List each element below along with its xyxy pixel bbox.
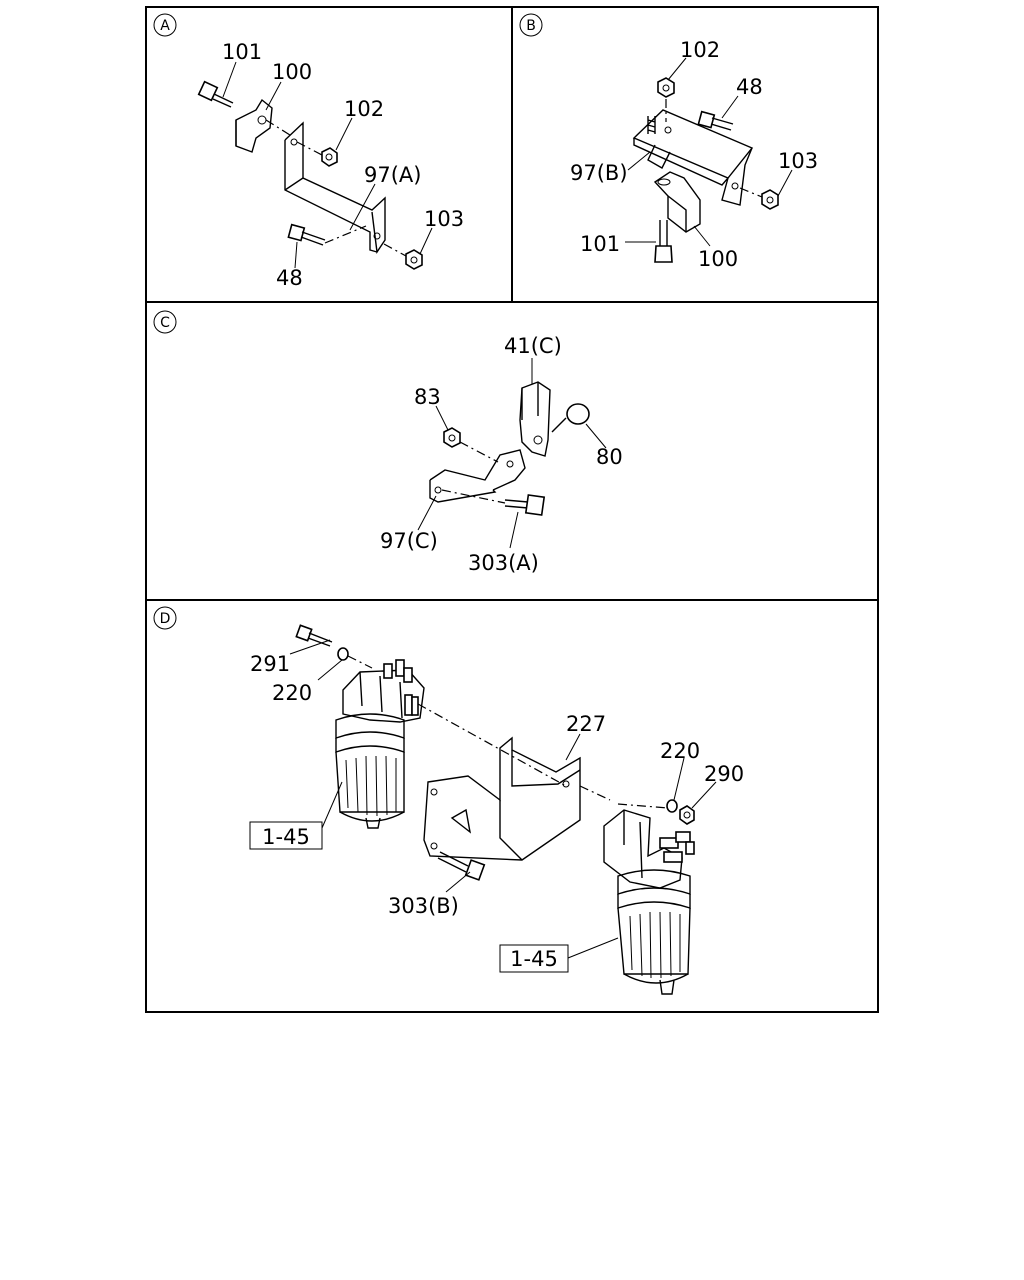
nut-103 xyxy=(383,243,423,270)
callout-101: 101 xyxy=(222,40,262,64)
panel-c-letter: C xyxy=(160,315,170,331)
callout-100b: 100 xyxy=(698,247,738,271)
callout-303b: 303(B) xyxy=(388,894,459,918)
panel-b-marker: B xyxy=(519,13,543,37)
bolt-291 xyxy=(295,624,333,647)
clip-100 xyxy=(235,98,273,153)
panel-d: D xyxy=(153,606,744,995)
bolt-48 xyxy=(287,223,367,246)
callout-102b: 102 xyxy=(680,38,720,62)
filter-head-left xyxy=(342,659,425,723)
bolt-48b xyxy=(697,110,734,131)
callout-97c: 97(C) xyxy=(380,529,438,553)
panel-a-letter: A xyxy=(160,18,170,34)
callout-303a: 303(A) xyxy=(468,551,539,575)
nut-102 xyxy=(321,147,338,167)
panel-a-marker: A xyxy=(153,13,177,37)
bolt-80 xyxy=(551,403,590,433)
bracket-227 xyxy=(423,736,581,861)
clip-100b xyxy=(653,171,701,233)
callout-103b: 103 xyxy=(778,149,818,173)
callout-80: 80 xyxy=(596,445,623,469)
reference-box-left: 1-45 xyxy=(249,821,323,850)
callout-220b: 220 xyxy=(660,739,700,763)
callout-41c: 41(C) xyxy=(504,334,562,358)
callout-220a: 220 xyxy=(272,681,312,705)
clip-41c xyxy=(519,381,551,457)
bracket-97b xyxy=(632,109,754,206)
bolt-303a xyxy=(441,489,546,516)
reference-label-left: 1-45 xyxy=(262,825,310,849)
callout-83: 83 xyxy=(414,385,441,409)
filter-head-right xyxy=(603,809,695,889)
reference-box-right: 1-45 xyxy=(499,944,569,973)
callout-48b: 48 xyxy=(736,75,763,99)
bracket-97a xyxy=(284,121,386,254)
callout-97b: 97(B) xyxy=(570,161,628,185)
filter-bowl-left xyxy=(335,713,405,829)
panel-b-letter: B xyxy=(526,18,536,34)
bolt-101 xyxy=(197,80,234,108)
bolt-303b xyxy=(437,851,486,881)
stud xyxy=(647,116,656,134)
panel-c: C xyxy=(153,310,623,575)
panel-c-marker: C xyxy=(153,310,177,334)
washer-220a xyxy=(337,647,373,669)
callout-290: 290 xyxy=(704,762,744,786)
panel-d-letter: D xyxy=(160,611,171,627)
panel-a: A xyxy=(153,13,464,290)
callout-101b: 101 xyxy=(580,232,620,256)
nut-103b xyxy=(739,187,779,210)
nut-102b xyxy=(657,77,675,122)
callout-291: 291 xyxy=(250,652,290,676)
bolt-101b xyxy=(654,220,673,263)
diagram-frame xyxy=(145,6,879,1013)
callout-48: 48 xyxy=(276,266,303,290)
bracket-97c xyxy=(429,449,526,503)
callout-97a: 97(A) xyxy=(364,163,421,187)
reference-label-right: 1-45 xyxy=(510,947,558,971)
filter-bowl-right xyxy=(617,869,691,995)
callout-102: 102 xyxy=(344,97,384,121)
washer-220b xyxy=(666,799,678,813)
panel-d-marker: D xyxy=(153,606,177,630)
callout-100: 100 xyxy=(272,60,312,84)
callout-103: 103 xyxy=(424,207,464,231)
panel-b: B xyxy=(519,13,818,271)
nut-83 xyxy=(443,427,499,463)
nut-290 xyxy=(679,805,695,825)
callout-227: 227 xyxy=(566,712,606,736)
